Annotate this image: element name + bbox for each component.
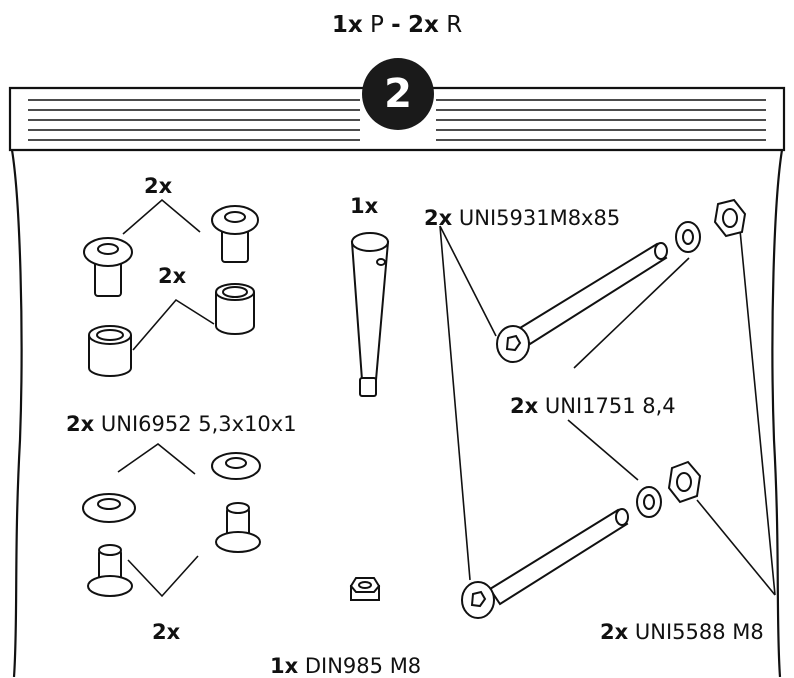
bushing-icon (215, 283, 255, 335)
lock-washer-icon (675, 221, 701, 253)
nut-label: 2x UNI5588 M8 (600, 620, 764, 644)
header-qty-p: 1x (331, 12, 363, 38)
bushings-qty-label: 2x (158, 264, 187, 288)
short-screw-icon (215, 502, 261, 553)
header-qty-r: 2x (408, 12, 439, 38)
short-screw-icon (87, 544, 133, 597)
step-number-badge: 2 (362, 58, 434, 130)
bushing-icon (88, 325, 132, 377)
leader-lines (117, 198, 776, 598)
pin-icon (350, 232, 390, 397)
locknut-icon (349, 577, 381, 601)
lock-washer-icon (636, 486, 662, 518)
flat-washer-icon (211, 452, 261, 480)
bolt-label: 2x UNI5931M8x85 (424, 206, 621, 230)
header-letter-p: P (369, 12, 384, 38)
flanged-screw-icon (211, 205, 259, 263)
flat-washer-icon (82, 493, 136, 523)
socket-bolt-icon (461, 508, 629, 619)
locknut-label: 1x DIN985 M8 (270, 654, 422, 678)
hex-nut-icon (713, 198, 747, 238)
short-screws-qty-label: 2x (152, 620, 181, 644)
header-quantity-line: 1x P - 2x R (0, 14, 794, 37)
header-separator: - (391, 12, 401, 38)
screws-qty-label: 2x (144, 174, 173, 198)
header-letter-r: R (446, 12, 463, 38)
hex-nut-icon (667, 460, 702, 504)
pin-qty-label: 1x (350, 194, 379, 218)
socket-bolt-icon (496, 242, 668, 363)
lock-washer-label: 2x UNI1751 8,4 (510, 394, 676, 418)
washer-label: 2x UNI6952 5,3x10x1 (66, 412, 297, 436)
flanged-screw-icon (83, 237, 133, 297)
